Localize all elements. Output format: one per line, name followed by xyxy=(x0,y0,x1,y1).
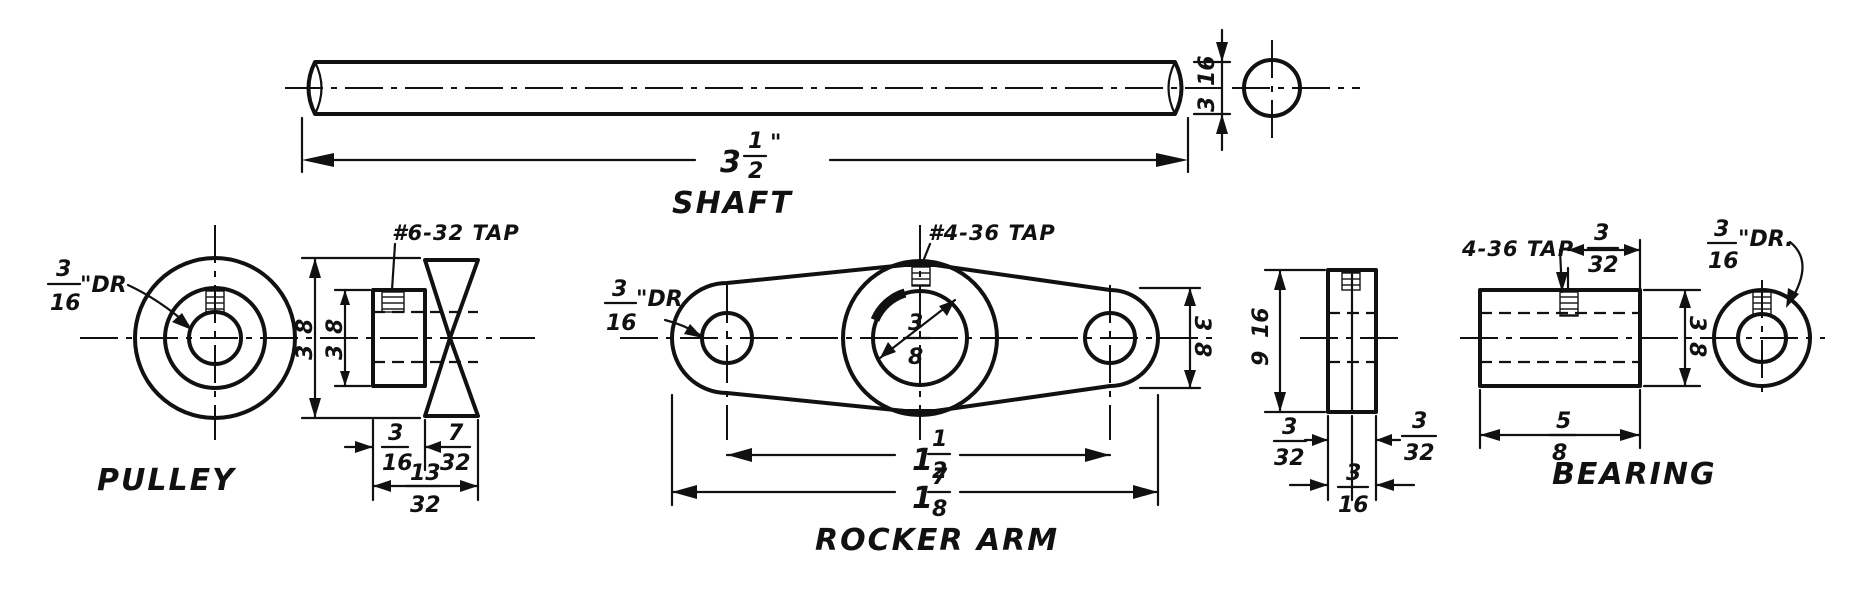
svg-text:3: 3 xyxy=(1346,461,1361,486)
rocker-arm-centers-label: 1 1 2 xyxy=(912,427,952,484)
pulley-outer-dia-label: 3 8 xyxy=(293,319,318,360)
pulley-hub-side xyxy=(371,288,427,388)
rocker-arm-body xyxy=(670,263,1160,413)
svg-text:1: 1 xyxy=(912,443,933,478)
svg-text:3: 3 xyxy=(56,257,71,282)
rocker-side-view: 9 16 3 32 3 32 3 16 xyxy=(1249,268,1438,518)
pulley-groove-side xyxy=(423,258,480,418)
svg-text:16: 16 xyxy=(382,451,413,476)
svg-text:32: 32 xyxy=(1274,446,1305,471)
pulley-drill-label: 3 16 "DR xyxy=(46,257,127,316)
svg-text:"DR: "DR xyxy=(636,287,683,312)
svg-text:32: 32 xyxy=(1588,253,1619,278)
rocker-arm-tap-note: #4-36 TAP xyxy=(928,221,1056,245)
pulley-hub-dia-label: 3 8 xyxy=(323,319,348,360)
bearing-tap-pos-label: 3 32 xyxy=(1586,221,1620,278)
rocker-arm-right-hole xyxy=(1083,311,1137,365)
svg-text:1: 1 xyxy=(748,129,763,154)
svg-text:3: 3 xyxy=(323,345,348,360)
svg-text:3: 3 xyxy=(1189,316,1214,331)
svg-text:3: 3 xyxy=(720,145,741,180)
svg-text:3: 3 xyxy=(612,277,627,302)
svg-text:3: 3 xyxy=(908,311,923,336)
bearing-title: BEARING xyxy=(1552,457,1717,492)
svg-text:3: 3 xyxy=(1594,221,1609,246)
pulley-outer-circle xyxy=(133,256,297,420)
svg-text:16: 16 xyxy=(606,311,637,336)
svg-text:1: 1 xyxy=(932,427,947,452)
pulley-hub-length-label: 3 16 xyxy=(380,421,413,476)
svg-text:3: 3 xyxy=(1195,97,1220,112)
pulley-view: 3 16 "DR #6-32 TAP 3 8 3 8 xyxy=(46,221,535,518)
pulley-groove-label: 7 32 xyxy=(438,421,472,476)
rocker-arm-bore xyxy=(871,289,969,387)
pulley-hub-circle xyxy=(163,286,267,390)
svg-text:8: 8 xyxy=(1684,342,1709,357)
rocker-side-left-label: 3 32 xyxy=(1272,415,1308,471)
svg-text:16: 16 xyxy=(1338,493,1369,518)
svg-text:7: 7 xyxy=(448,421,464,446)
rocker-arm-boss xyxy=(841,259,999,417)
svg-text:3: 3 xyxy=(1684,316,1709,331)
svg-text:3: 3 xyxy=(1714,217,1729,242)
svg-text:"DR.: "DR. xyxy=(1738,227,1793,252)
shaft-view: 3 1 2 " SHAFT 3 16 xyxy=(285,28,1360,221)
pulley-title: PULLEY xyxy=(97,463,237,498)
bearing-tap-note: 4-36 TAP xyxy=(1461,237,1574,261)
svg-text:"DR: "DR xyxy=(80,273,127,298)
bearing-length-label: 5 8 xyxy=(1548,409,1578,466)
svg-text:8: 8 xyxy=(908,345,923,370)
svg-text:5: 5 xyxy=(1556,409,1571,434)
svg-text:32: 32 xyxy=(440,451,471,476)
svg-text:8: 8 xyxy=(1189,342,1214,357)
pulley-tap-note: #6-32 TAP xyxy=(392,221,520,245)
svg-text:8: 8 xyxy=(932,497,947,522)
bearing-view: 4-36 TAP 3 32 5 8 3 8 xyxy=(1460,217,1825,492)
svg-text:16: 16 xyxy=(1195,55,1220,86)
rocker-side-height-label: 9 16 xyxy=(1249,307,1274,366)
svg-text:16: 16 xyxy=(50,291,81,316)
rocker-arm-view: #4-36 TAP 3 8 3 16 "DR 1 1 2 xyxy=(603,221,1215,558)
rocker-arm-drill-label: 3 16 "DR xyxy=(603,277,683,336)
rocker-side-right-label: 3 32 xyxy=(1400,409,1438,466)
svg-text:8: 8 xyxy=(323,319,348,334)
shaft-diameter-label: 3 16 xyxy=(1195,55,1220,112)
svg-text:32: 32 xyxy=(410,493,441,518)
svg-text:1: 1 xyxy=(912,481,933,516)
svg-text:7: 7 xyxy=(932,465,948,490)
rocker-arm-overall-label: 1 7 8 xyxy=(912,465,952,522)
svg-text:3: 3 xyxy=(1412,409,1427,434)
svg-text:8: 8 xyxy=(1552,441,1567,466)
svg-text:3: 3 xyxy=(293,345,318,360)
bearing-drill-label: 3 16 "DR. xyxy=(1706,217,1793,274)
svg-text:3: 3 xyxy=(388,421,403,446)
rocker-side-total-label: 3 16 xyxy=(1336,461,1370,518)
svg-text:13: 13 xyxy=(410,461,441,486)
bearing-dia-label: 3 8 xyxy=(1684,316,1709,357)
rocker-arm-left-hole xyxy=(700,311,754,365)
svg-text:9: 9 xyxy=(1249,351,1274,366)
pulley-overall-label: 13 32 xyxy=(404,461,442,518)
rocker-arm-title: ROCKER ARM xyxy=(815,523,1059,558)
rocker-arm-end-dia-label: 3 8 xyxy=(1189,316,1214,357)
svg-text:32: 32 xyxy=(1404,441,1435,466)
svg-text:16: 16 xyxy=(1249,307,1274,338)
rocker-arm-bore-label: 3 8 xyxy=(902,311,932,370)
svg-text:3: 3 xyxy=(1282,415,1297,440)
svg-text:2: 2 xyxy=(748,159,763,184)
svg-text:16: 16 xyxy=(1708,249,1739,274)
shaft-length-label: 3 1 2 " xyxy=(720,129,781,184)
svg-text:2: 2 xyxy=(932,459,947,484)
svg-text:8: 8 xyxy=(293,319,318,334)
svg-text:": " xyxy=(770,131,781,156)
shaft-title: SHAFT xyxy=(672,186,793,221)
